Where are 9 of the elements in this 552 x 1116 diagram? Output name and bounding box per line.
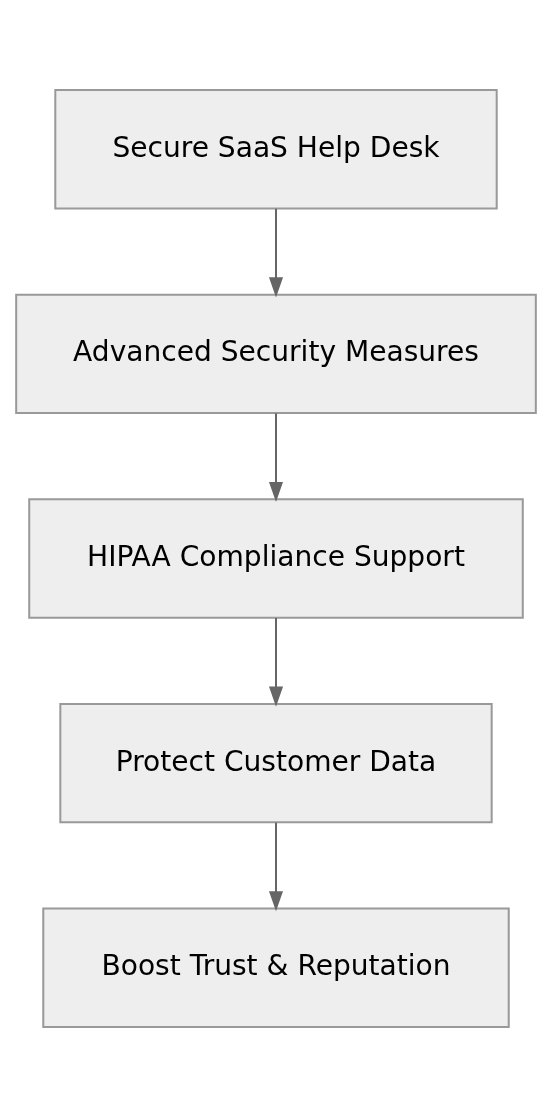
node-box: Boost Trust & Reputation: [42, 907, 510, 1028]
arrow: [268, 617, 284, 707]
arrow: [268, 412, 284, 502]
node-box: Protect Customer Data: [59, 702, 493, 823]
arrow: [268, 208, 284, 297]
node-box: Advanced Security Measures: [15, 293, 537, 414]
node-box: Secure SaaS Help Desk: [54, 88, 498, 209]
node-box: HIPAA Compliance Support: [28, 497, 524, 619]
arrow: [268, 822, 284, 911]
